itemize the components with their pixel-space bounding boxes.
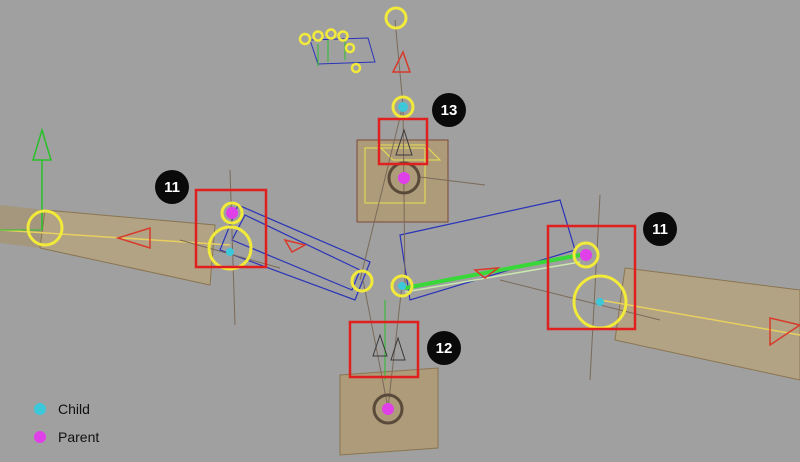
selection-box-right xyxy=(546,224,637,331)
finger-chain xyxy=(298,28,376,74)
callout-lower-joint: 12 xyxy=(427,331,461,365)
legend-label-child: Child xyxy=(58,401,90,417)
joint-ring-upper xyxy=(391,95,415,119)
parent-markers xyxy=(226,172,592,415)
legend-item-parent: Parent xyxy=(34,423,99,451)
joint-ring-lower-pivot xyxy=(372,393,404,425)
cone-gizmos xyxy=(372,128,413,361)
selection-box-upper xyxy=(377,117,429,166)
legend: Child Parent xyxy=(34,395,99,451)
callout-left-joint: 11 xyxy=(155,170,189,204)
axis-handles xyxy=(0,40,800,380)
joint-rings[interactable] xyxy=(26,6,628,425)
selection-box-lower xyxy=(348,320,420,379)
joint-ring-left-end xyxy=(26,209,64,247)
selection-box-left xyxy=(194,188,268,269)
child-dot-icon xyxy=(34,403,46,415)
legend-label-parent: Parent xyxy=(58,429,100,445)
joint-ring-mid-left xyxy=(350,269,374,293)
callout-right-joint: 11 xyxy=(643,212,677,246)
joint-ring-left-small xyxy=(220,201,244,225)
green-bone xyxy=(404,253,581,293)
parent-dot-icon xyxy=(34,431,46,443)
callout-upper-joint: 13 xyxy=(432,93,466,127)
right-mesh-bar xyxy=(599,267,800,381)
joint-ring-left-big xyxy=(207,225,253,271)
joint-ring-top xyxy=(384,6,408,30)
selection-boxes xyxy=(194,117,637,379)
joint-ring-right-small xyxy=(572,241,600,269)
joint-ring-mid-right xyxy=(390,274,414,298)
child-markers xyxy=(226,102,604,306)
legend-item-child: Child xyxy=(34,395,99,423)
